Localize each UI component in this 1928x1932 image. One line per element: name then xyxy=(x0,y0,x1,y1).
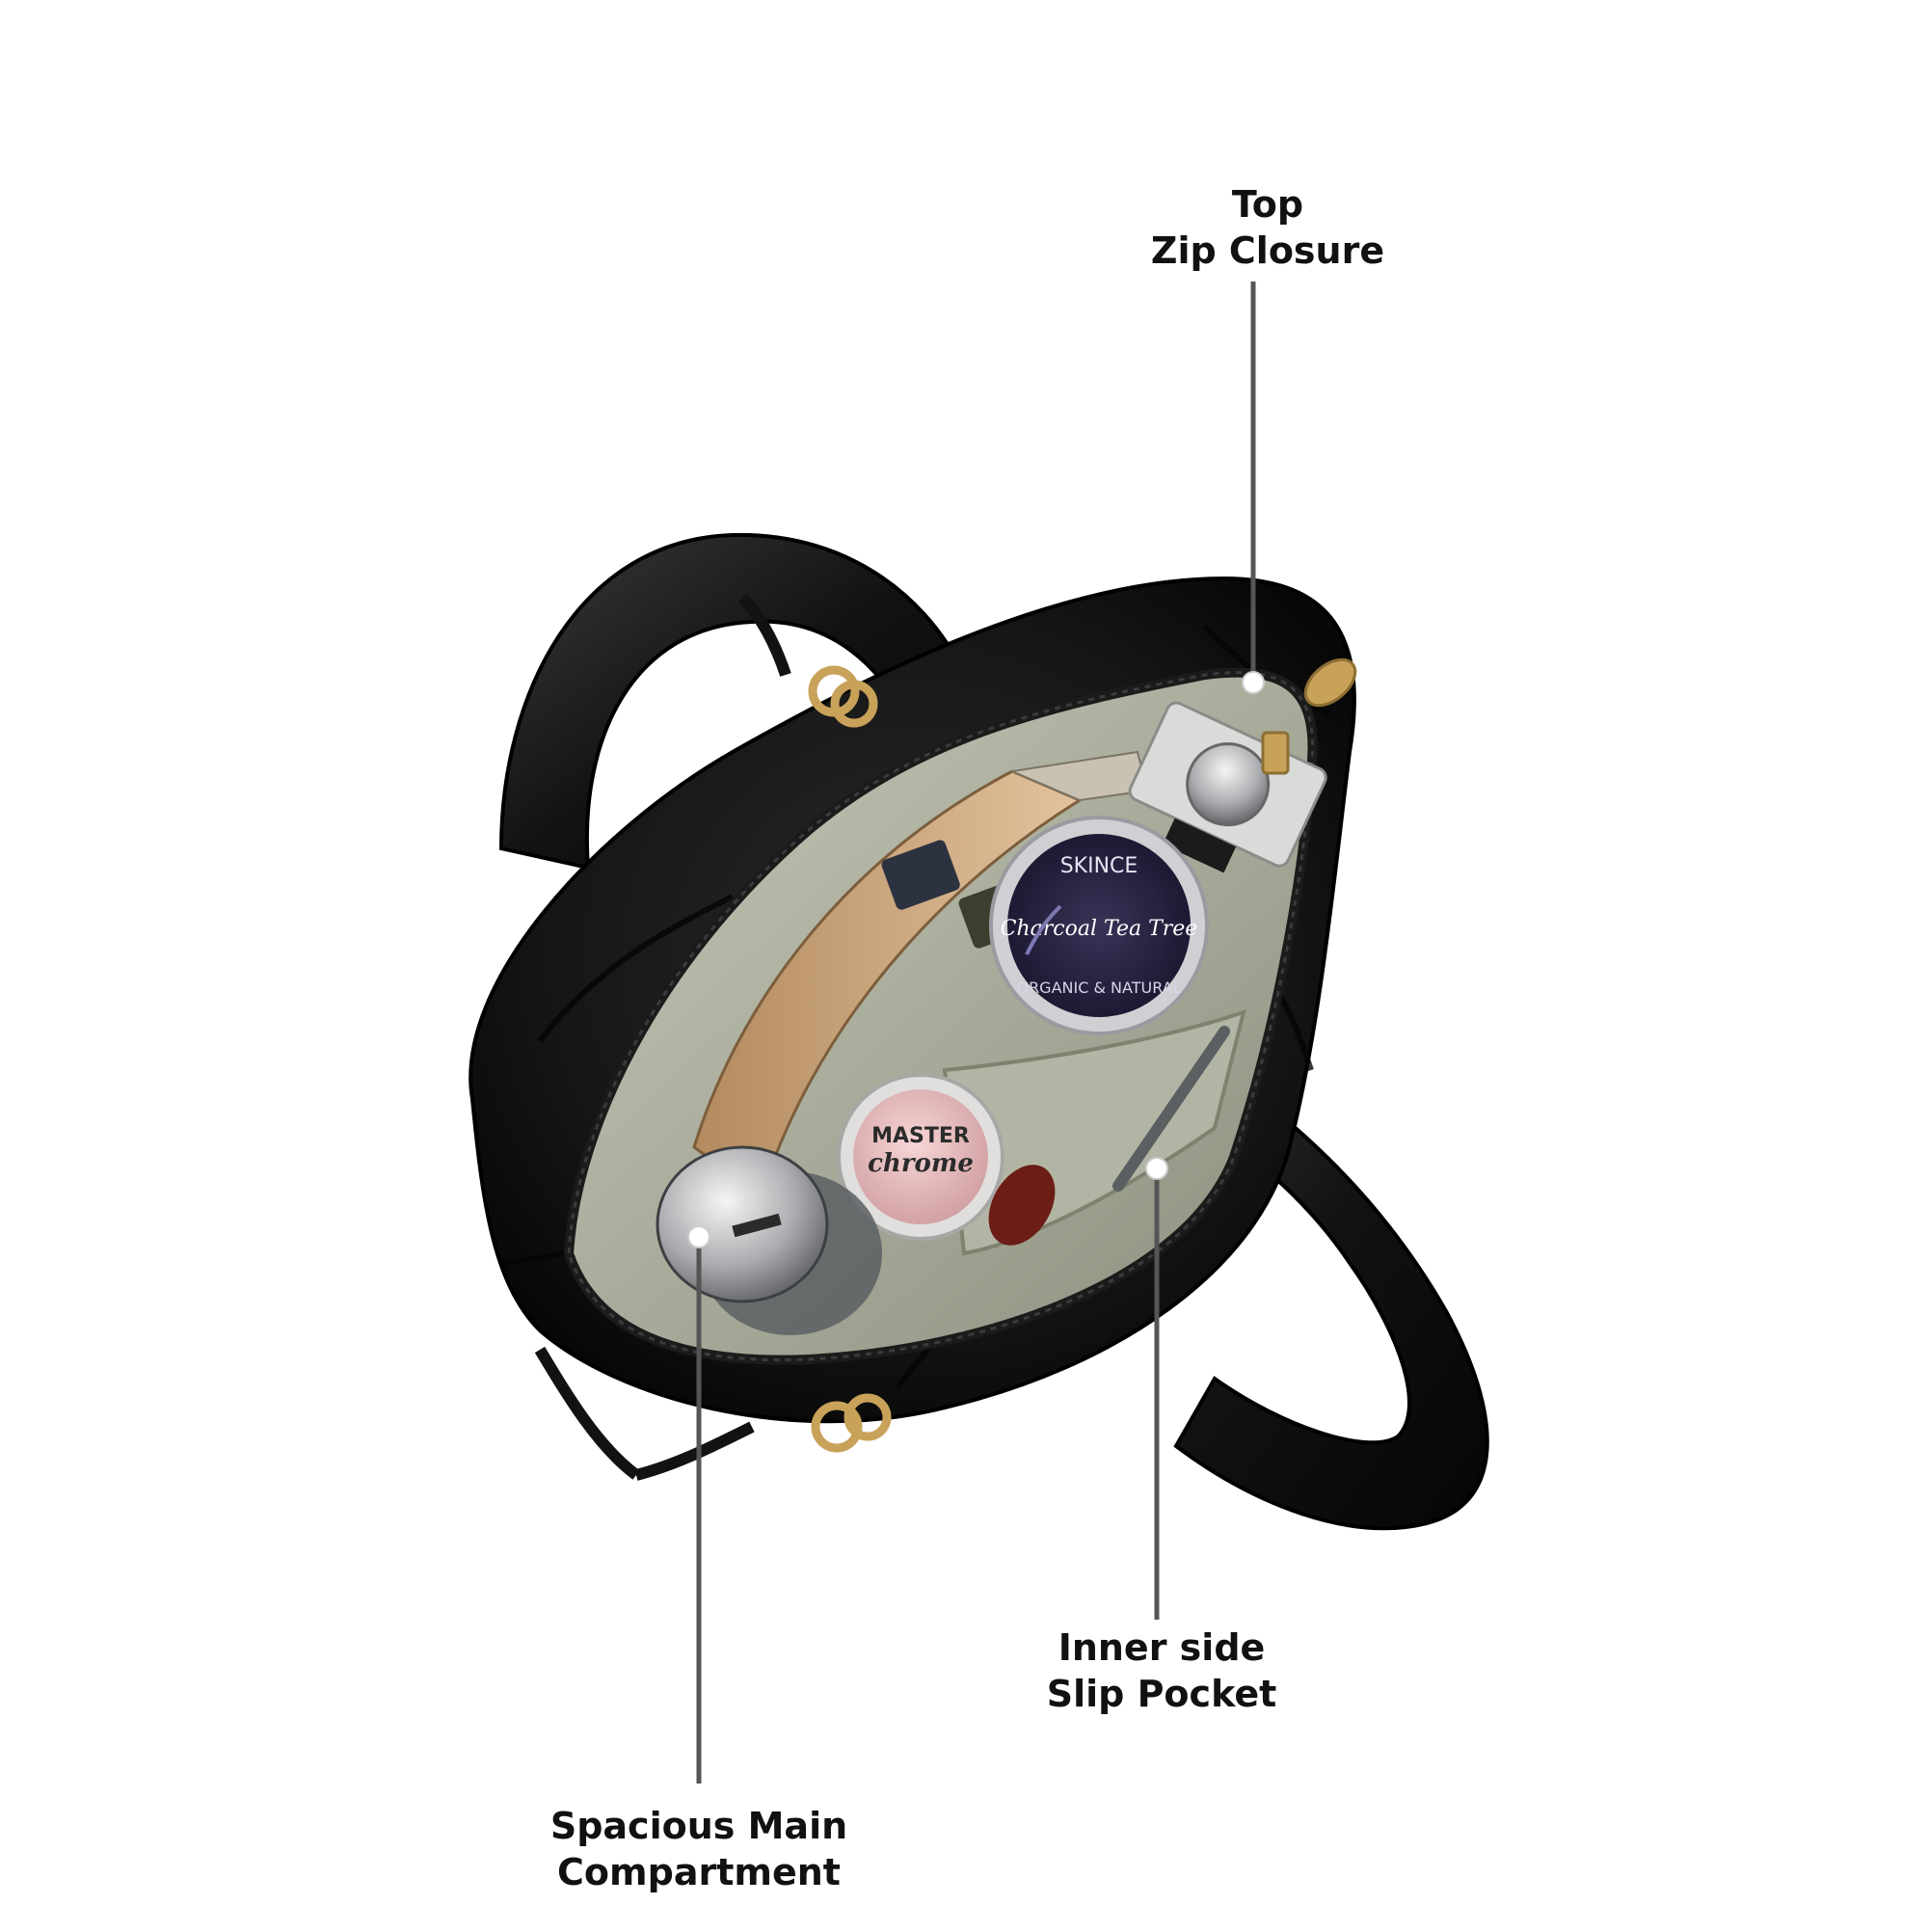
callout-top-zip-closure: Top Zip Closure xyxy=(1142,181,1393,274)
callout-top-line1: Top xyxy=(1231,183,1304,226)
callout-inner-line2: Slip Pocket xyxy=(1046,1673,1277,1715)
lipstick-tube xyxy=(988,1165,1056,1246)
svg-text:ORGANIC & NATURAL: ORGANIC & NATURAL xyxy=(1016,979,1181,997)
right-handle xyxy=(1106,1019,1489,1531)
charcoal-jar: SKINCE Charcoal Tea Tree ORGANIC & NATUR… xyxy=(989,816,1209,1035)
callout-inner-line1: Inner side xyxy=(1058,1626,1266,1669)
chain-strap xyxy=(534,593,791,1481)
pen xyxy=(1112,1026,1230,1192)
callout-main-compartment: Spacious Main Compartment xyxy=(535,1803,863,1895)
svg-text:MASTER: MASTER xyxy=(871,1124,970,1148)
gold-rings xyxy=(808,665,892,1453)
svg-text:chrome: chrome xyxy=(868,1149,974,1178)
svg-text:SKINCE: SKINCE xyxy=(1060,854,1138,878)
lipstick-case xyxy=(881,840,960,910)
zipper-pull xyxy=(1261,657,1357,775)
callout-top-line2: Zip Closure xyxy=(1150,229,1385,272)
callout-inner-slip-pocket: Inner side Slip Pocket xyxy=(1017,1624,1306,1717)
callout-main-line1: Spacious Main xyxy=(549,1805,848,1847)
svg-text:Charcoal Tea Tree: Charcoal Tea Tree xyxy=(1001,917,1198,941)
zipper-track xyxy=(567,671,1314,1362)
compact-powder: MASTER chrome xyxy=(837,1073,1004,1241)
leader-lines xyxy=(696,282,1256,1784)
perfume-bottle xyxy=(1128,701,1327,873)
leader-dots xyxy=(687,671,1265,1248)
callout-main-line2: Compartment xyxy=(557,1851,841,1893)
